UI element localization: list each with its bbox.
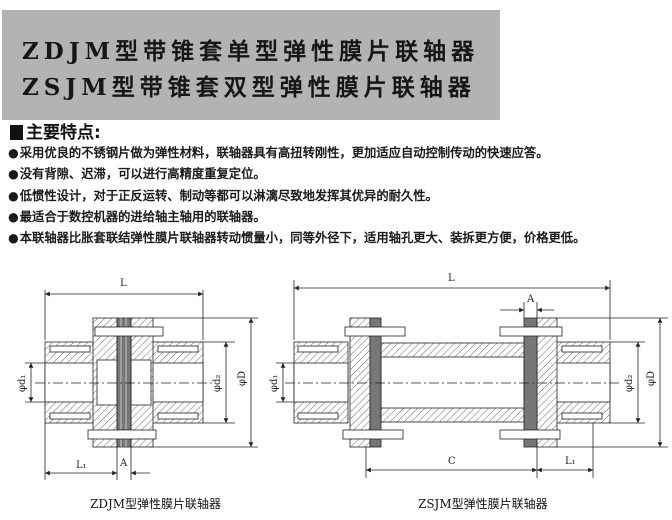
features-heading: 主要特点: xyxy=(10,118,101,143)
feature-item: 本联轴器比胀套联结弹性膜片联轴器转动惯量小，同等外径下，适用轴孔更大、装拆更方便… xyxy=(8,228,586,249)
dim-d2-label: φd₂ xyxy=(212,375,223,392)
feature-item: 没有背隙、迟滞，可以进行高精度重复定位。 xyxy=(8,164,585,185)
dim-d1-label: φd₁ xyxy=(269,375,280,392)
dim-C-label: C xyxy=(448,456,456,467)
title-line-2: ZSJM型带锥套双型弹性膜片联轴器 xyxy=(22,74,476,101)
dim-L-label: L xyxy=(120,278,127,289)
dim-d2-label: φd₂ xyxy=(624,375,635,392)
feature-item: 最适合于数控机器的进给轴主轴用的联轴器。 xyxy=(8,207,585,228)
dim-L-label: L xyxy=(448,273,455,284)
dim-D-label: φD xyxy=(237,371,248,386)
dim-D-label: φD xyxy=(646,371,657,386)
dim-L1-label: L₁ xyxy=(76,460,87,471)
technical-drawings: L φD φd₁ φd₂ L₁ A ZDJM型弹性膜片联轴器 L A φD φd… xyxy=(17,273,668,511)
single-caption: ZDJM型弹性膜片联轴器 xyxy=(90,496,221,511)
double-caption: ZSJM型弹性膜片联轴器 xyxy=(418,496,548,511)
feature-item: 采用优良的不锈钢片做为弹性材料，联轴器具有高扭转刚性，更加适应自动控制传动的快速… xyxy=(8,143,585,164)
features-heading-text: 主要特点: xyxy=(26,123,101,143)
square-bullet-icon xyxy=(10,125,23,140)
dim-d1-label: φd₁ xyxy=(17,375,28,392)
features-list: 采用优良的不锈钢片做为弹性材料，联轴器具有高扭转刚性，更加适应自动控制传动的快速… xyxy=(8,143,586,249)
dim-L1-label: L₁ xyxy=(565,456,576,467)
feature-item: 低惯性设计，对于正反运转、制动等都可以淋漓尽致地发挥其优异的耐久性。 xyxy=(8,186,585,207)
double-coupling-drawing xyxy=(276,280,668,478)
single-coupling-drawing xyxy=(25,290,258,480)
title-line-1: ZDJM型带锥套单型弹性膜片联轴器 xyxy=(22,38,480,65)
dim-A-label: A xyxy=(119,458,128,469)
dim-A-label: A xyxy=(526,294,535,305)
title-banner: ZDJM型带锥套单型弹性膜片联轴器 ZSJM型带锥套双型弹性膜片联轴器 xyxy=(2,10,500,120)
